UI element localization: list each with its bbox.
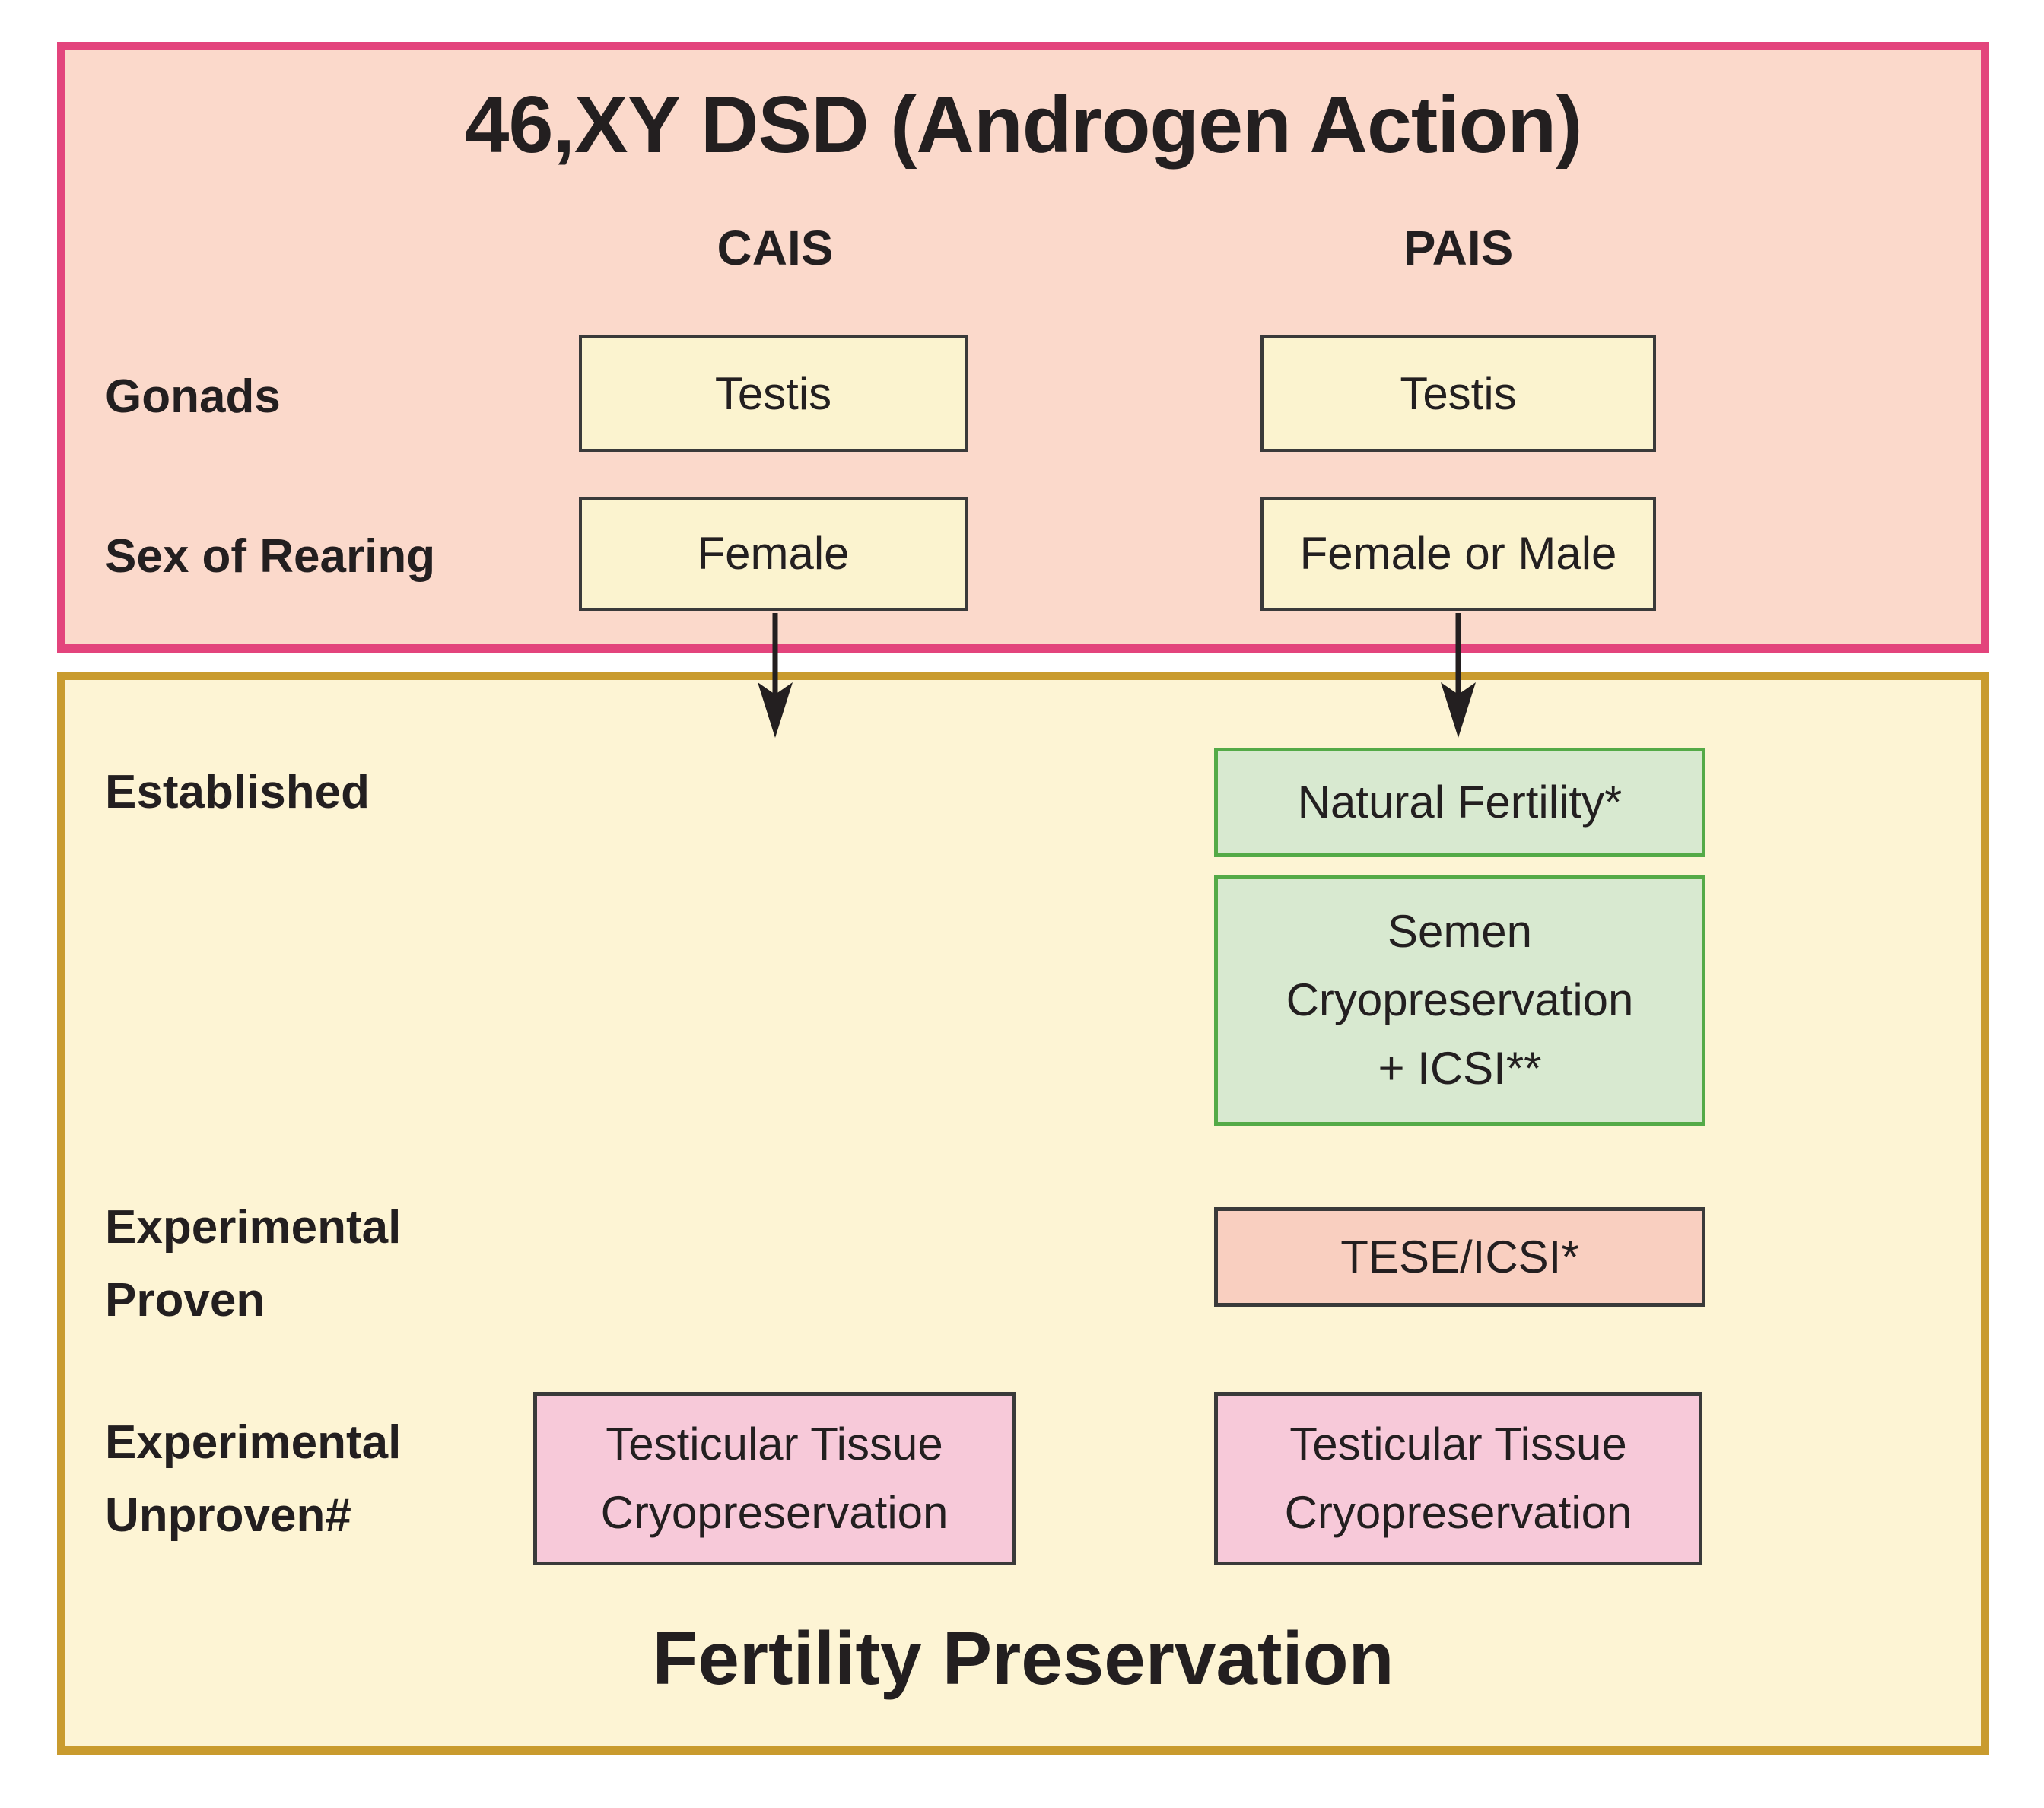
row-label-established: Established — [105, 766, 370, 818]
tese-icsi-box: TESE/ICSI* — [1214, 1207, 1705, 1307]
fertility-preservation-title: Fertility Preservation — [652, 1616, 1394, 1700]
testicular-tissue-cryo-cais-box: Testicular Tissue Cryopreservation — [533, 1392, 1016, 1565]
semen-cryopreservation-icsi-box: Semen Cryopreservation + ICSI** — [1214, 875, 1705, 1126]
row-label-experimental-unproven: Experimental Unproven# — [105, 1416, 402, 1543]
dsd-androgen-panel: 46,XY DSD (Androgen Action) CAIS PAIS Go… — [57, 42, 1989, 653]
gonads-pais-box: Testis — [1260, 335, 1656, 452]
row-label-sex-of-rearing: Sex of Rearing — [105, 530, 436, 583]
natural-fertility-box: Natural Fertility* — [1214, 748, 1705, 857]
row-label-experimental-proven: Experimental Proven — [105, 1201, 402, 1327]
testicular-tissue-cryo-pais-box: Testicular Tissue Cryopreservation — [1214, 1392, 1702, 1565]
panel-title: 46,XY DSD (Androgen Action) — [464, 80, 1583, 170]
gonads-cais-box: Testis — [579, 335, 968, 452]
sex-pais-box: Female or Male — [1260, 497, 1656, 611]
sex-cais-box: Female — [579, 497, 968, 611]
row-label-gonads: Gonads — [105, 370, 281, 423]
fertility-preservation-panel: Established Natural Fertility* Semen Cry… — [57, 672, 1989, 1755]
column-header-pais: PAIS — [1403, 221, 1514, 275]
column-header-cais: CAIS — [717, 221, 834, 275]
